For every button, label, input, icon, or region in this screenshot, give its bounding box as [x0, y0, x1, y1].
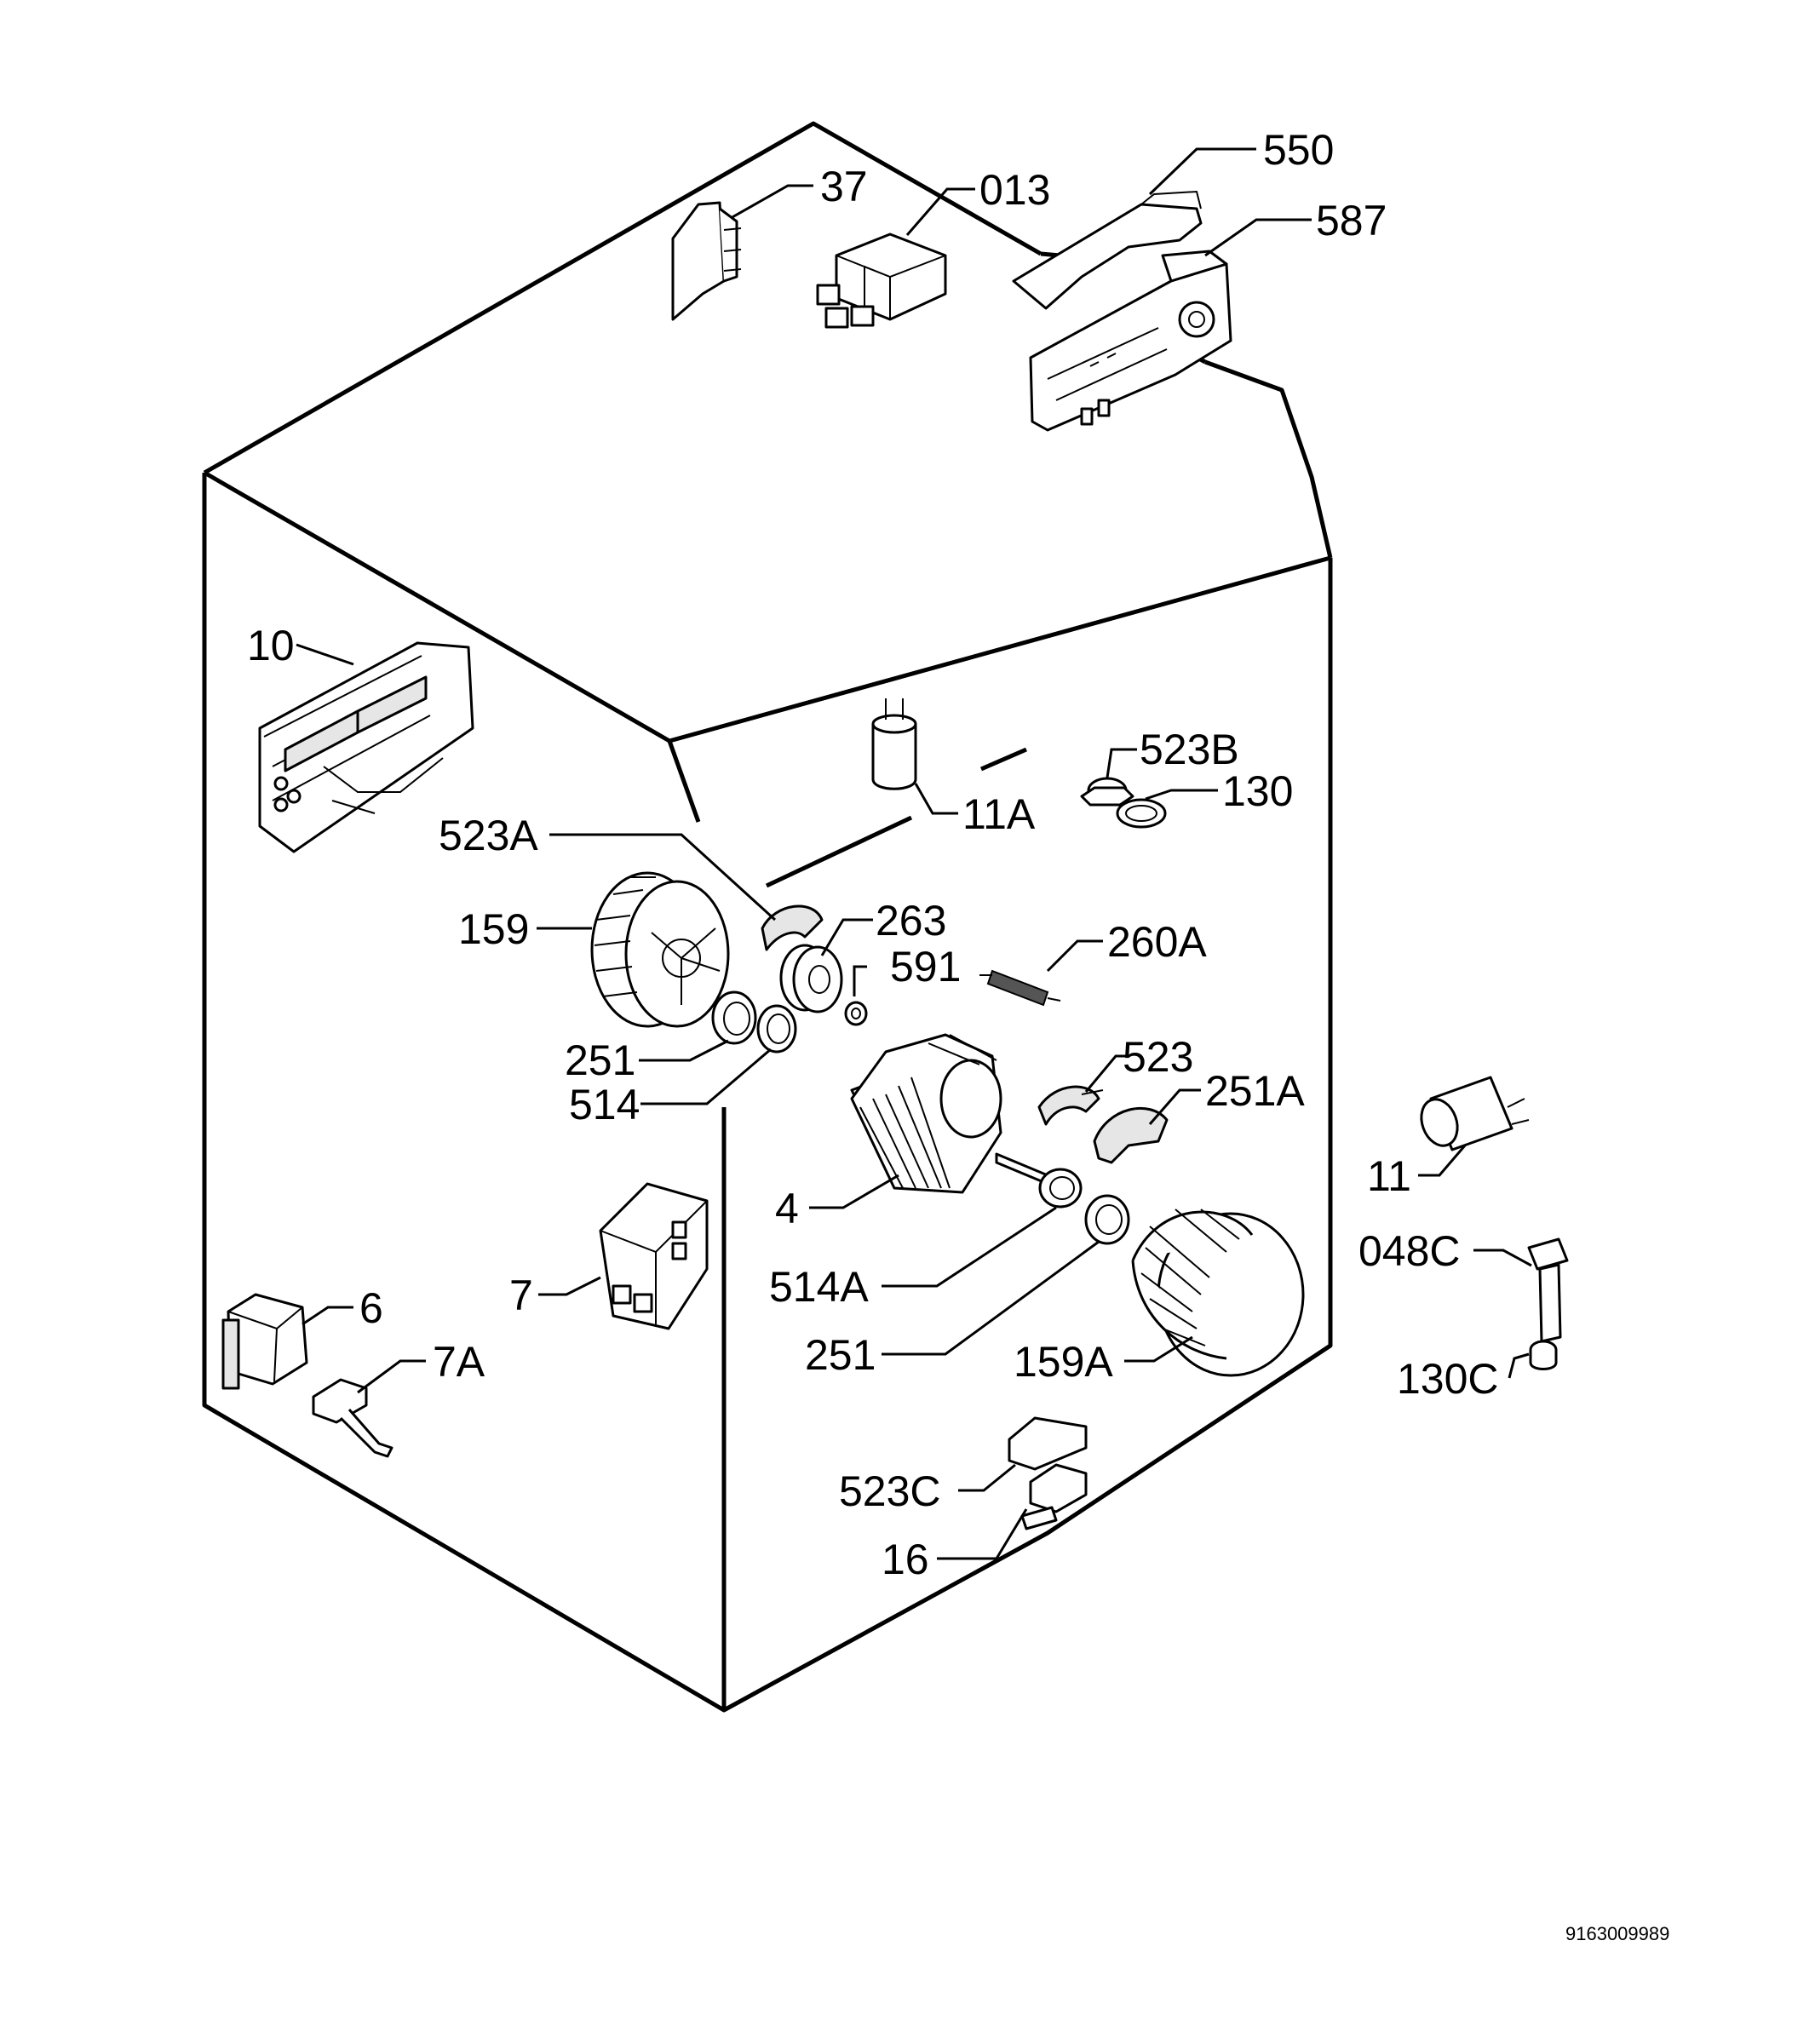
filter-013-sketch [816, 233, 947, 329]
label-130: 130 [1222, 767, 1293, 815]
label-7A: 7A [433, 1338, 485, 1386]
label-013: 013 [979, 166, 1050, 214]
label-550: 550 [1263, 126, 1334, 174]
capacitor-11-sketch [1420, 1076, 1530, 1151]
ring-514-sketch [756, 1004, 797, 1054]
label-11A: 11A [962, 790, 1036, 838]
pulley-263-sketch [779, 944, 843, 1013]
gasket-130-sketch [1116, 798, 1167, 829]
label-130C: 130C [1397, 1355, 1499, 1403]
fan-159-sketch [590, 871, 730, 1028]
label-159: 159 [458, 905, 529, 953]
label-514A: 514A [769, 1263, 869, 1311]
control-board-587-sketch [1029, 250, 1232, 432]
label-251A: 251A [1205, 1067, 1305, 1115]
bearing-251-sketch [711, 990, 757, 1045]
part-labels: 37 013 550 587 10 11A 523B 130 523A 159 … [247, 126, 1499, 1583]
motor-4-sketch [850, 1033, 1049, 1194]
label-251-second: 251 [805, 1331, 876, 1379]
label-260A: 260A [1107, 918, 1207, 966]
label-523B: 523B [1140, 726, 1239, 773]
cover-251A-sketch [1093, 1106, 1169, 1164]
label-523A: 523A [439, 812, 538, 859]
part-130C-sketch [1529, 1340, 1558, 1370]
fan-wheel-159A-sketch [1131, 1209, 1305, 1377]
clamp-523-sketch [1037, 1085, 1104, 1126]
label-263: 263 [876, 897, 946, 944]
pump-6-sketch [221, 1293, 308, 1390]
reference-number: 9163009989 [1565, 1923, 1669, 1944]
capacitor-11A-sketch [871, 698, 917, 790]
label-591: 591 [890, 943, 961, 990]
bracket-37-sketch [671, 201, 742, 321]
label-37: 37 [820, 163, 868, 210]
cabinet-outline [202, 121, 1333, 1713]
cover-550-sketch [1012, 190, 1203, 310]
ring-514A-sketch [1038, 1168, 1083, 1209]
label-251: 251 [565, 1036, 635, 1084]
strap-523A-sketch [761, 904, 824, 951]
label-16: 16 [882, 1536, 929, 1583]
label-514: 514 [569, 1081, 640, 1128]
label-523C: 523C [839, 1467, 941, 1515]
switch-7A-sketch [312, 1378, 393, 1458]
part-048C-sketch [1527, 1237, 1569, 1343]
clip-523B-sketch [1080, 777, 1134, 807]
leader-lines [296, 147, 1532, 1560]
clip-523C-sketch [1008, 1416, 1088, 1471]
bearing-251b-sketch [1084, 1194, 1130, 1245]
label-4: 4 [775, 1185, 799, 1232]
washer-591-sketch [844, 1001, 868, 1026]
label-587: 587 [1316, 197, 1387, 244]
label-159A: 159A [1014, 1338, 1113, 1386]
door-lock-7-sketch [599, 1182, 709, 1330]
label-10: 10 [247, 622, 295, 669]
label-523: 523 [1123, 1033, 1193, 1081]
label-7: 7 [509, 1272, 533, 1319]
label-048C: 048C [1358, 1227, 1461, 1275]
heater-10-sketch [258, 641, 474, 853]
switch-16-sketch [1020, 1463, 1088, 1530]
label-11: 11 [1367, 1152, 1411, 1200]
spring-260A-sketch [979, 969, 1061, 1007]
label-6: 6 [359, 1284, 383, 1332]
